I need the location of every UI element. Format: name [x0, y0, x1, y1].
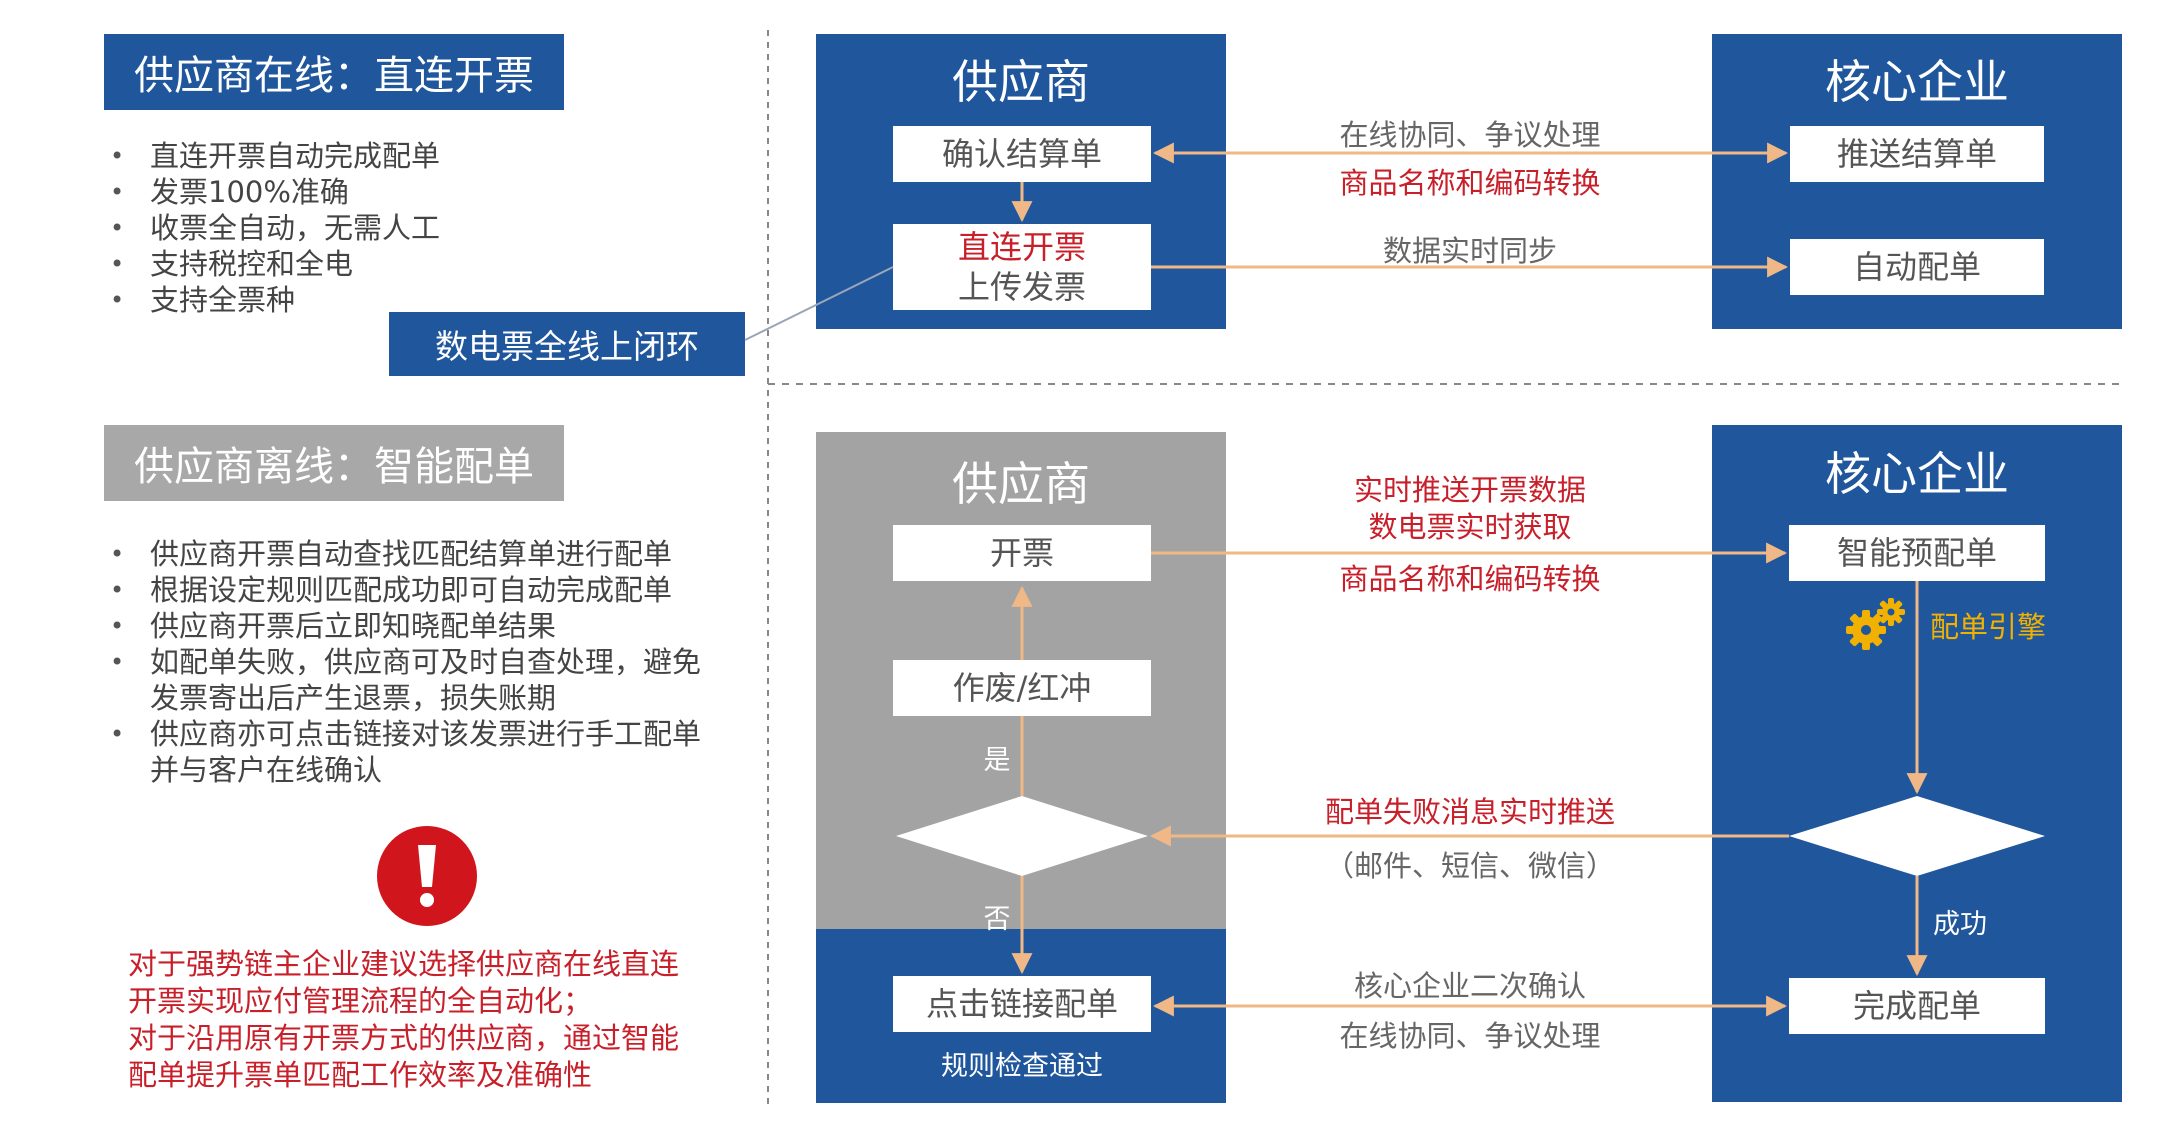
online-core-title: 核心企业: [1825, 55, 2009, 109]
online-bullet: 支持全票种: [104, 282, 744, 318]
offline-title: 供应商离线：智能配单: [104, 425, 564, 501]
push-settlement-label: 推送结算单: [1836, 135, 1997, 173]
invoice-label: 开票: [989, 534, 1054, 572]
yes-label: 是: [983, 745, 1011, 776]
callout-connector: [744, 266, 894, 341]
smart-prematch-label: 智能预配单: [1836, 534, 1997, 572]
auto-match-box: 自动配单: [1790, 239, 2044, 295]
note-line: 配单提升票单匹配工作效率及准确性: [128, 1058, 593, 1092]
offline-bullet: 供应商开票自动查找匹配结算单进行配单: [104, 536, 724, 572]
push-settlement-box: 推送结算单: [1790, 126, 2044, 182]
gear-icon: [1844, 596, 1906, 652]
push-line: 实时推送开票数据: [1353, 473, 1586, 507]
reissue-decision-diamond: [896, 796, 1148, 876]
recommendation-note: 对于强势链主企业建议选择供应商在线直连 开票实现应付管理流程的全自动化； 对于沿…: [128, 946, 768, 1094]
click-link-match-box: 点击链接配单: [893, 976, 1151, 1032]
callout-closed-loop: 数电票全线上闭环: [389, 312, 745, 376]
void-redflush-label: 作废/红冲: [952, 669, 1092, 707]
offline-bullet-list: 供应商开票自动查找匹配结算单进行配单 根据设定规则匹配成功即可自动完成配单 供应…: [104, 536, 724, 788]
confirm-settlement-box: 确认结算单: [893, 126, 1151, 182]
confirm-settlement-label: 确认结算单: [941, 135, 1102, 173]
online-title: 供应商在线：直连开票: [104, 34, 564, 110]
push-invoice-data-label: 实时推送开票数据 数电票实时获取: [1230, 472, 1710, 546]
direct-invoice-label: 直连开票: [957, 228, 1086, 266]
offline-supplier-title: 供应商: [952, 457, 1090, 511]
offline-bullet: 根据设定规则匹配成功即可自动完成配单: [104, 572, 724, 608]
rule-check-passed-label: 规则检查通过: [941, 1051, 1103, 1082]
online-bullet: 直连开票自动完成配单: [104, 138, 744, 174]
offline-bullet: 供应商开票后立即知晓配单结果: [104, 608, 724, 644]
matching-engine-label: 配单引擎: [1930, 610, 2047, 644]
invoice-box: 开票: [893, 525, 1151, 581]
complete-match-label: 完成配单: [1852, 987, 1981, 1025]
no-label: 否: [983, 904, 1011, 935]
auto-match-label: 自动配单: [1852, 248, 1981, 286]
online-bullet: 收票全自动，无需人工: [104, 210, 744, 246]
click-link-match-label: 点击链接配单: [925, 985, 1118, 1023]
online-supplier-title: 供应商: [952, 55, 1090, 109]
online-link1-red: 商品名称和编码转换: [1339, 166, 1601, 200]
online-bullet-list: 直连开票自动完成配单 发票100%准确 收票全自动，无需人工 支持税控和全电 支…: [104, 138, 744, 318]
offline-bullet: 如配单失败，供应商可及时自查处理，避免发票寄出后产生退票，损失账期: [104, 644, 724, 716]
complete-match-box: 完成配单: [1789, 978, 2045, 1034]
match-result-diamond: [1789, 796, 2045, 876]
void-redflush-box: 作废/红冲: [893, 660, 1151, 716]
warning-icon: [377, 826, 477, 926]
online-bullet: 发票100%准确: [104, 174, 744, 210]
smart-prematch-box: 智能预配单: [1789, 525, 2045, 581]
success-label: 成功: [1933, 909, 1987, 940]
name-code-convert-label: 商品名称和编码转换: [1339, 562, 1601, 596]
note-line: 开票实现应付管理流程的全自动化；: [128, 984, 593, 1018]
fail-channels-label: （邮件、短信、微信）: [1324, 849, 1615, 883]
fail-push-label: 配单失败消息实时推送: [1324, 795, 1615, 829]
push-line: 数电票实时获取: [1368, 510, 1572, 544]
online-link2-grey: 数据实时同步: [1382, 234, 1557, 268]
online-collab-label: 在线协同、争议处理: [1339, 1019, 1601, 1053]
offline-bullet: 供应商亦可点击链接对该发票进行手工配单并与客户在线确认: [104, 716, 724, 788]
online-bullet: 支持税控和全电: [104, 246, 744, 282]
note-line: 对于强势链主企业建议选择供应商在线直连: [128, 947, 680, 981]
offline-core-title: 核心企业: [1825, 447, 2009, 501]
note-line: 对于沿用原有开票方式的供应商，通过智能: [128, 1021, 680, 1055]
direct-invoice-box: 直连开票 上传发票: [893, 224, 1151, 310]
upload-invoice-label: 上传发票: [957, 268, 1086, 306]
